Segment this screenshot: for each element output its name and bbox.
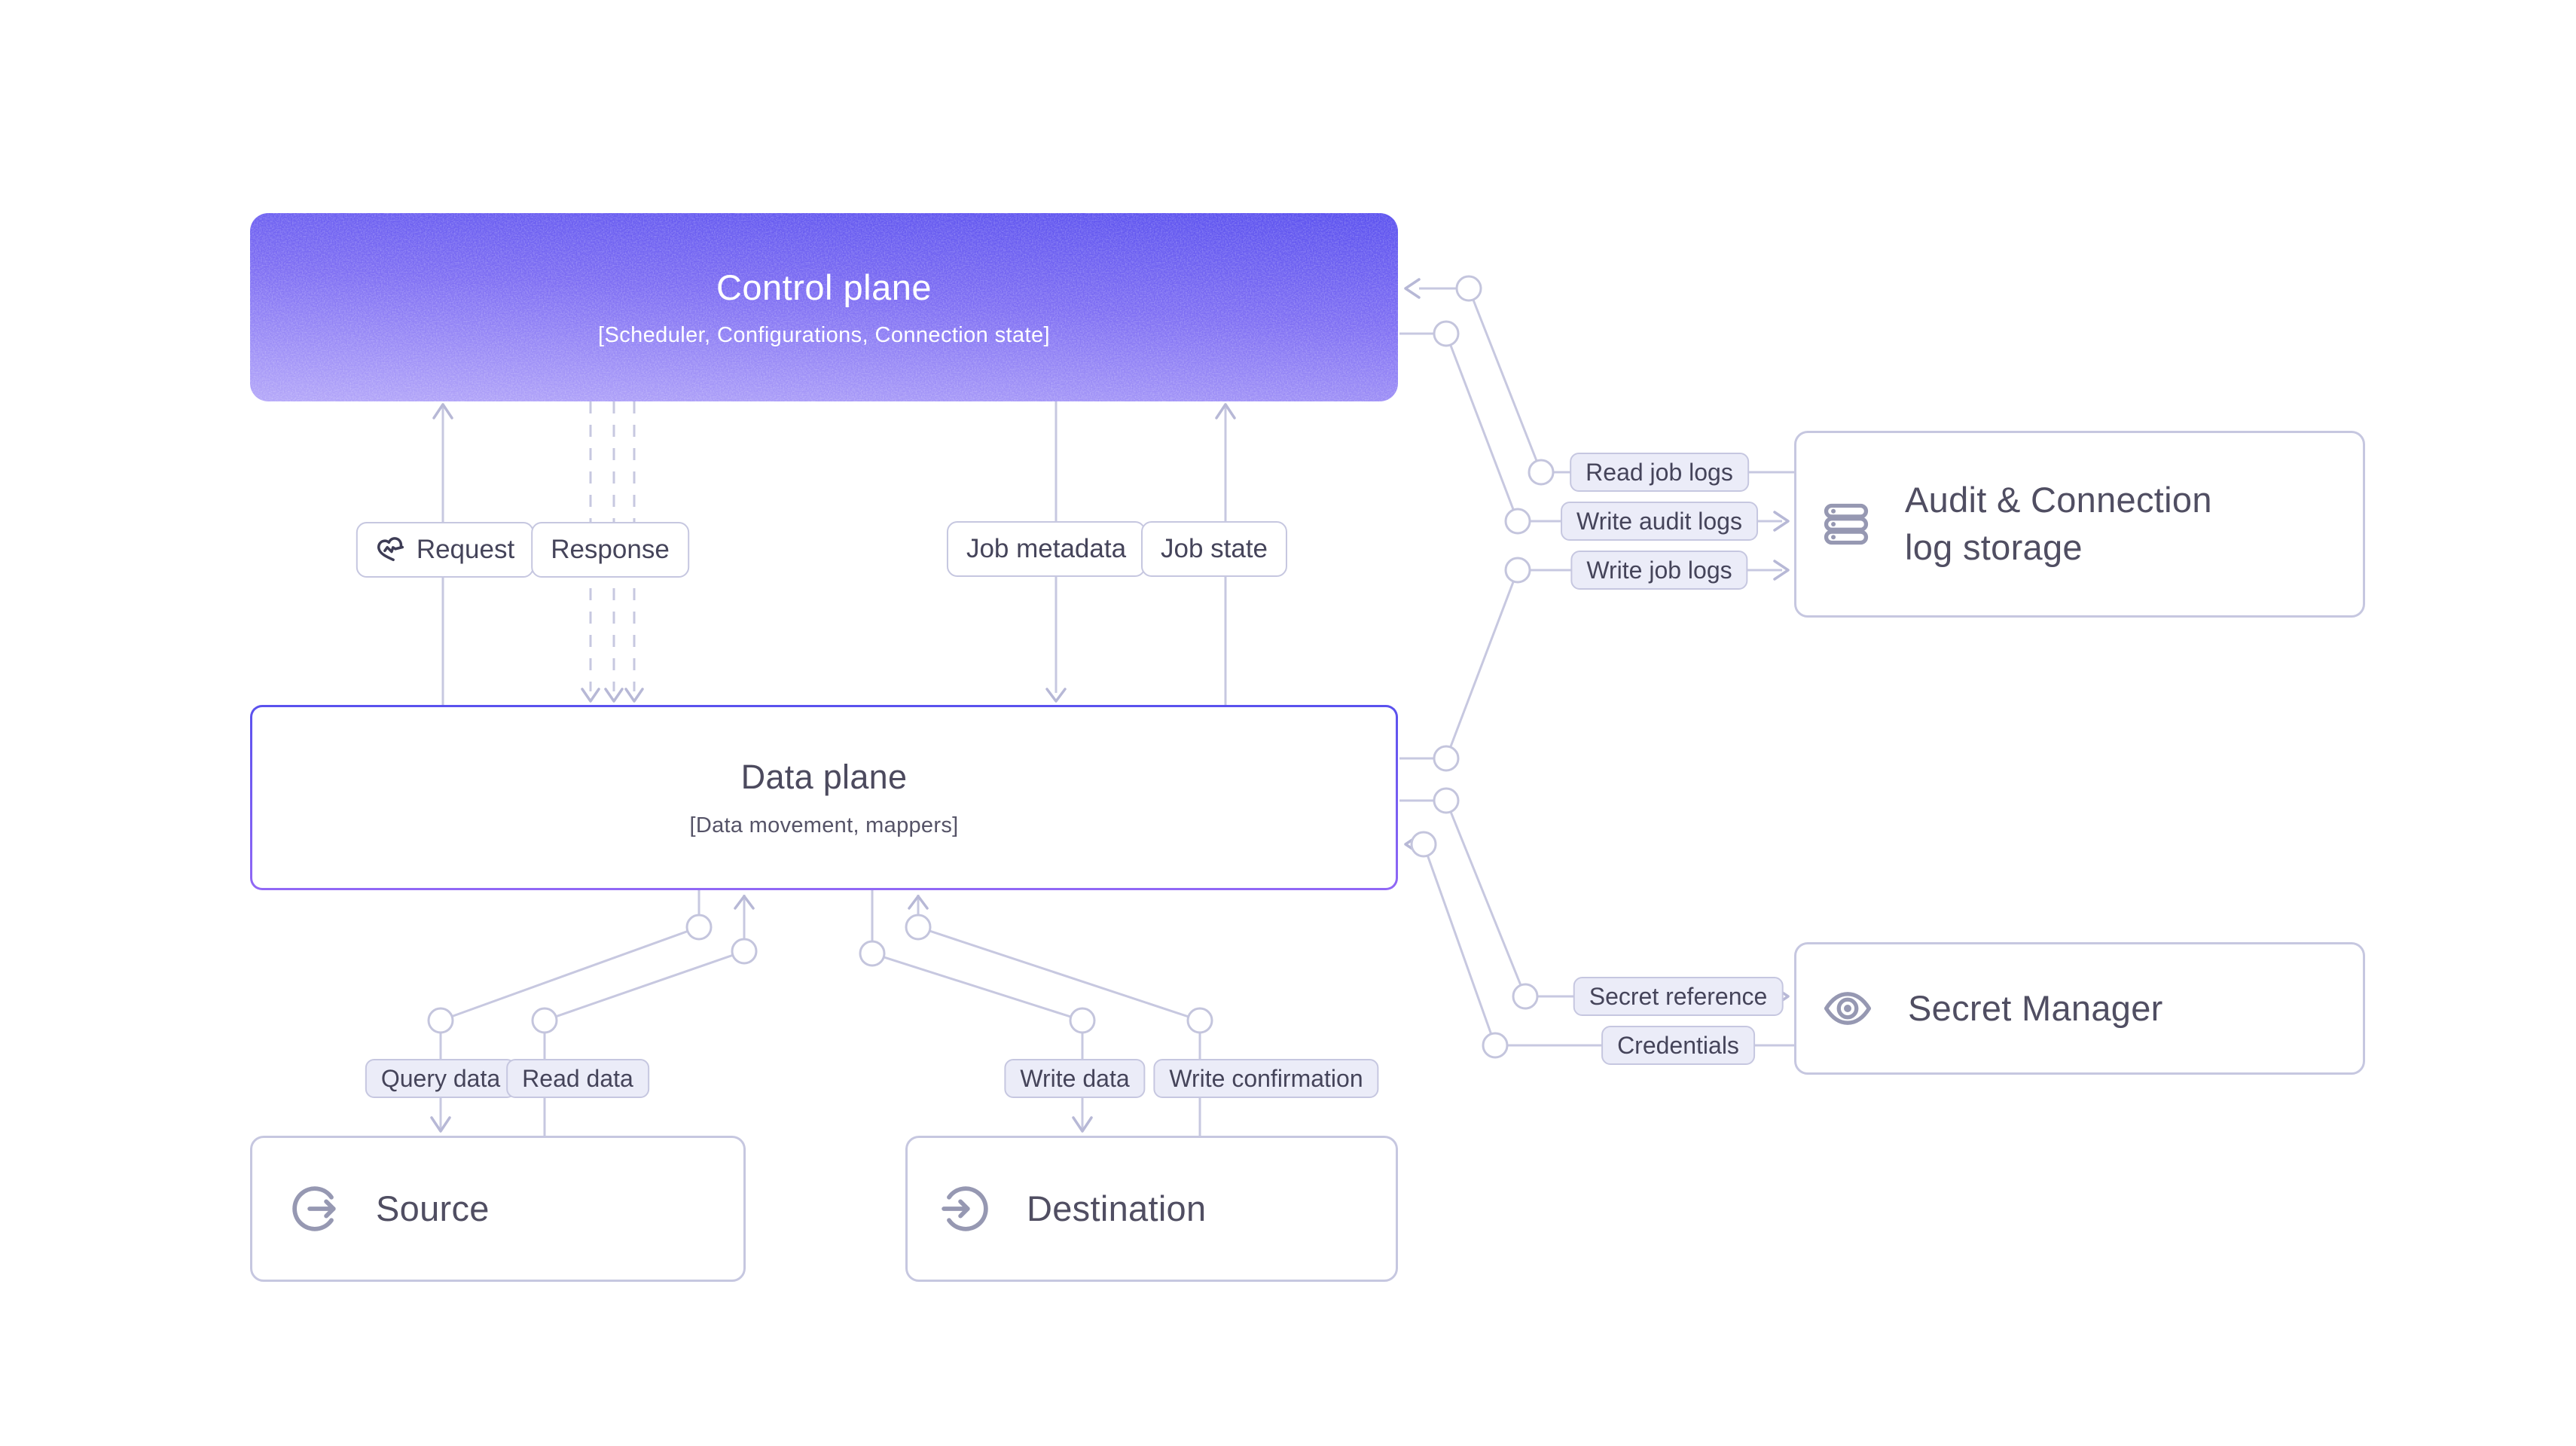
job-state-label-chip: Job state [1140,521,1288,577]
read-job-logs-label: Read job logs [1586,458,1733,486]
server-stack-icon [1824,503,1869,545]
data-plane-subtitle: [Data movement, mappers] [689,813,959,837]
edge-write-audit-logs [1399,332,1790,532]
destination-node: Destination [905,1136,1398,1282]
job-metadata-label-chip: Job metadata [946,521,1146,577]
write-data-label-chip: Write data [1004,1059,1146,1098]
import-circle-icon [942,1186,988,1231]
write-job-logs-label-chip: Write job logs [1570,551,1748,590]
read-data-label: Read data [522,1064,633,1092]
write-job-logs-label: Write job logs [1586,556,1732,584]
query-data-label: Query data [380,1064,501,1092]
write-audit-logs-label: Write audit logs [1576,507,1742,535]
job-state-label: Job state [1160,534,1268,563]
data-plane-node: Data plane [Data movement, mappers] [250,705,1398,890]
credentials-label: Credentials [1617,1031,1739,1059]
control-plane-node: Control plane [Scheduler, Configurations… [250,213,1398,401]
destination-title: Destination [1027,1188,1207,1228]
edge-secret-reference [1399,799,1790,1007]
job-metadata-label: Job metadata [966,534,1127,563]
edge-write-data [871,890,1093,1133]
edge-read-data [543,895,755,1136]
query-data-label-chip: Query data [365,1059,517,1098]
export-circle-icon [292,1186,336,1231]
data-plane-title: Data plane [740,757,908,796]
secret-manager-title: Secret Manager [1908,987,2163,1028]
secret-manager-node: Secret Manager [1794,942,2365,1075]
read-data-label-chip: Read data [506,1059,649,1098]
audit-log-storage-title: Audit & Connection log storage [1905,480,2212,567]
source-title: Source [376,1188,490,1228]
request-label-chip: Request [356,522,535,578]
control-plane-title: Control plane [716,267,932,307]
write-data-label: Write data [1020,1064,1130,1092]
write-audit-logs-label-chip: Write audit logs [1561,502,1758,541]
write-confirmation-label-chip: Write confirmation [1153,1059,1379,1098]
junction-dots [427,275,1555,1059]
credentials-label-chip: Credentials [1601,1026,1755,1065]
eye-icon [1824,992,1872,1025]
control-plane-subtitle: [Scheduler, Configurations, Connection s… [598,323,1050,347]
response-label: Response [551,535,670,564]
read-job-logs-label-chip: Read job logs [1570,453,1749,492]
secret-reference-label: Secret reference [1589,982,1768,1010]
audit-log-storage-node: Audit & Connection log storage [1794,431,2365,618]
edge-write-confirmation [908,895,1201,1136]
source-node: Source [250,1136,746,1282]
write-confirmation-label: Write confirmation [1169,1064,1363,1092]
secret-reference-label-chip: Secret reference [1573,977,1784,1016]
edge-read-job-logs [1404,278,1794,474]
edge-write-job-logs [1399,560,1790,760]
request-label: Request [416,535,515,564]
response-label-chip: Response [531,522,689,578]
heart-pulse-icon [377,537,404,562]
